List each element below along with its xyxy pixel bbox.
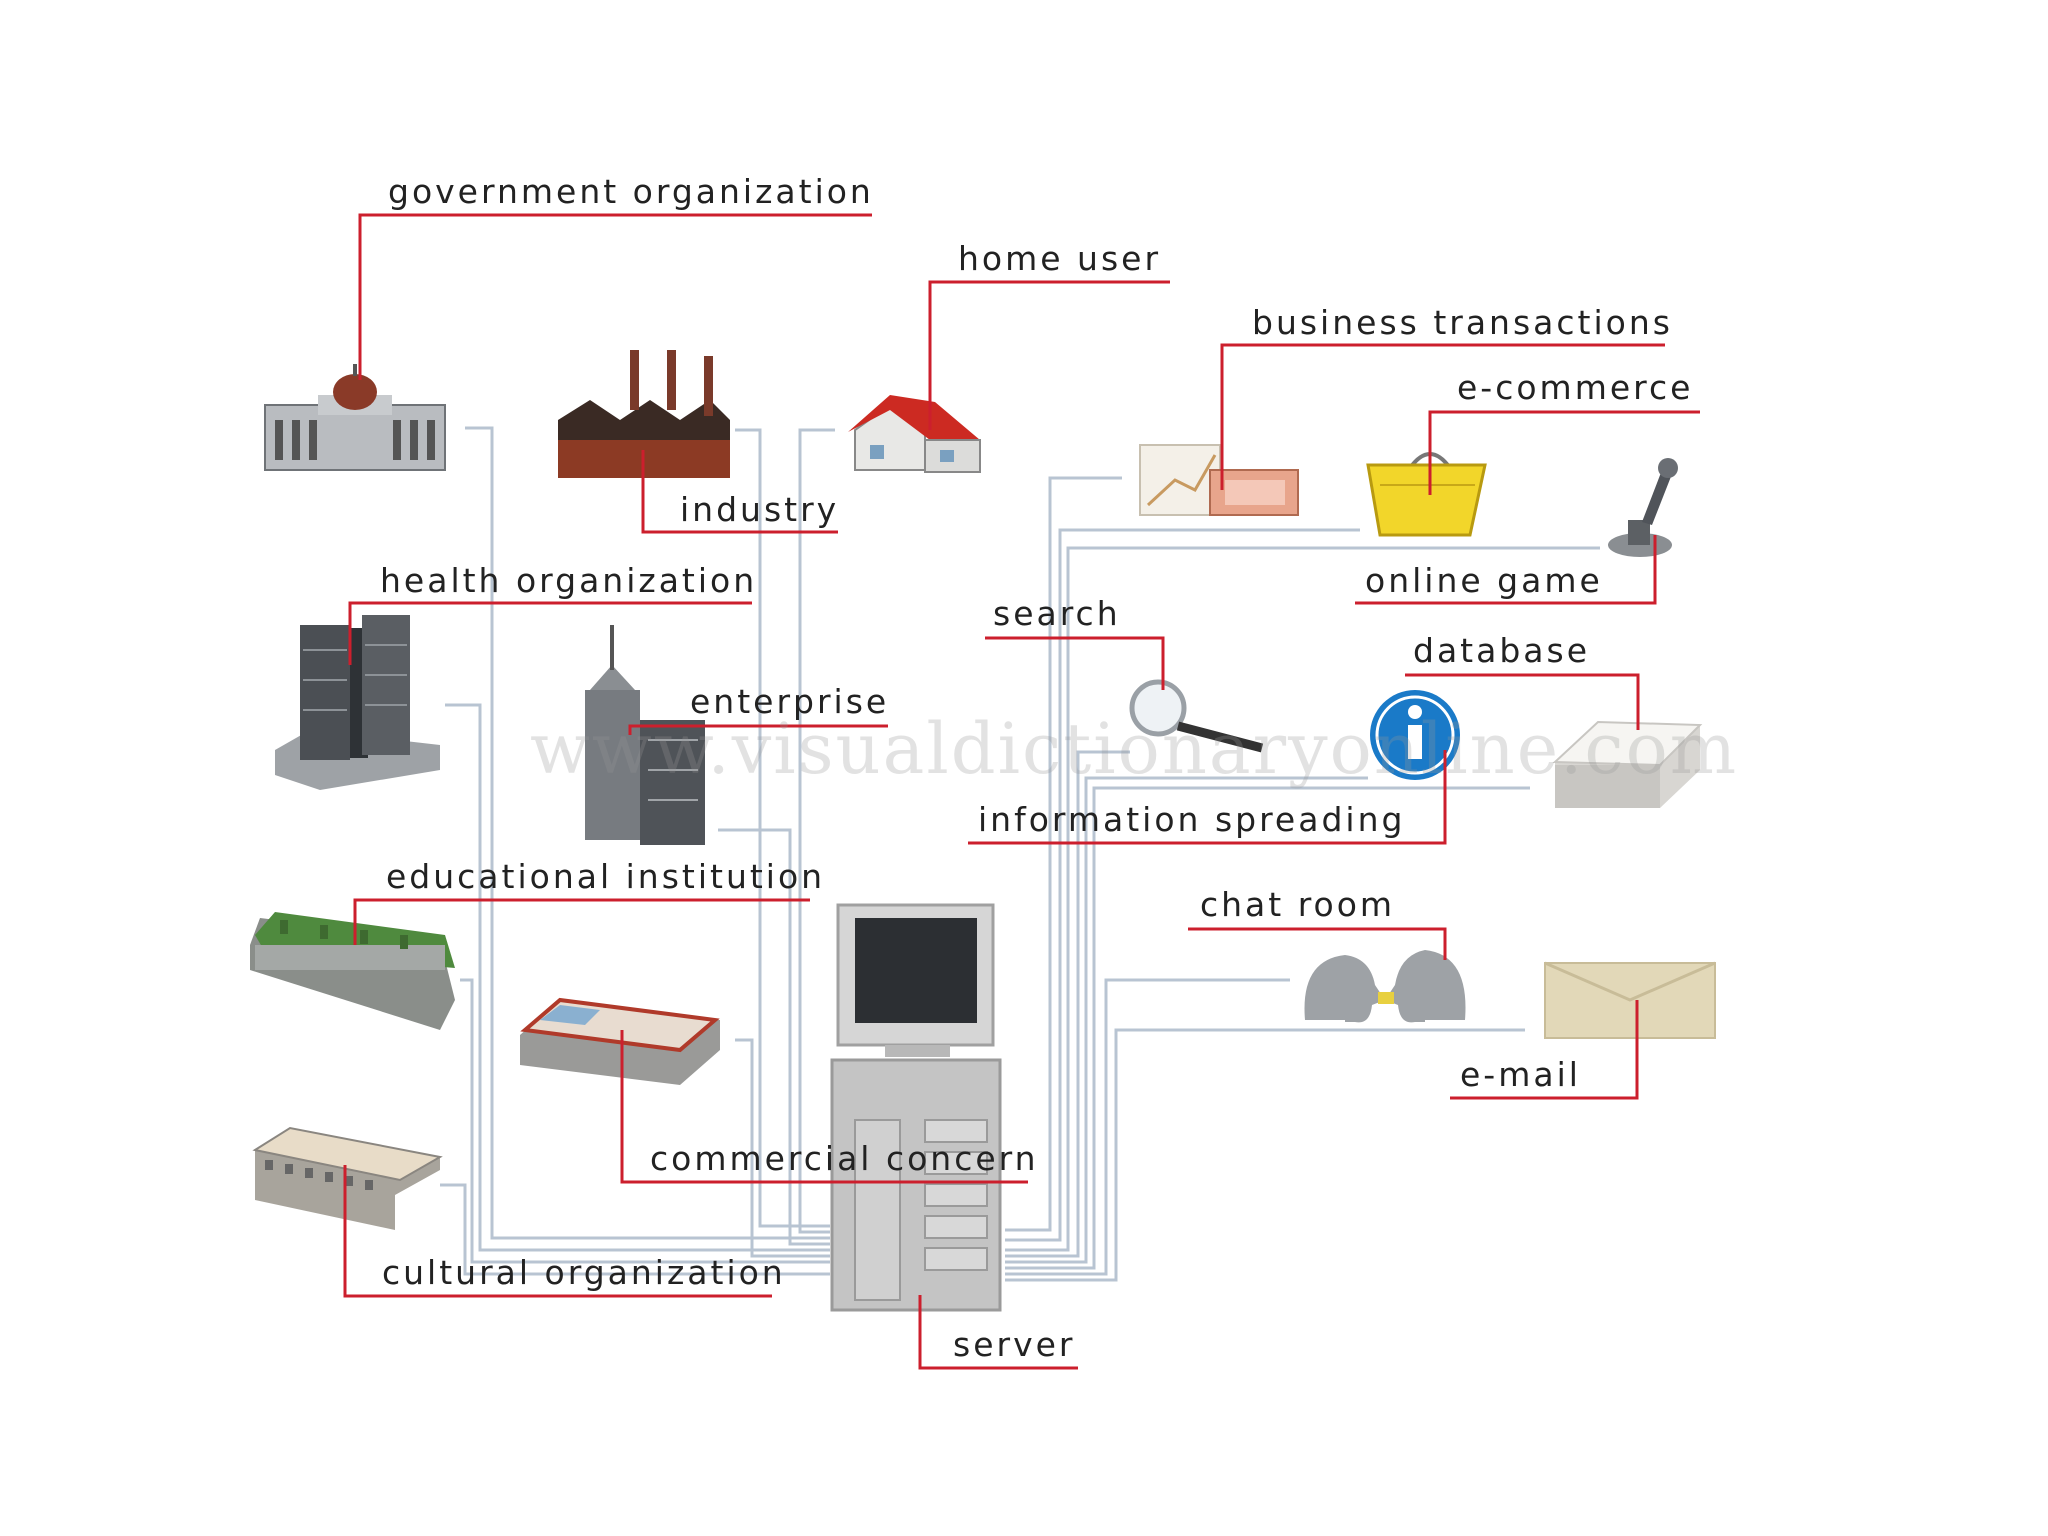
link-chat: [1005, 978, 1290, 1276]
label-information-spreading: information spreading: [978, 800, 1406, 839]
leader-cultural: [343, 1165, 772, 1298]
label-health-organization: health organization: [380, 561, 758, 600]
computer-server-icon: [830, 903, 1002, 1312]
leader-industry: [641, 450, 838, 534]
link-search: [1005, 750, 1130, 1258]
label-search: search: [993, 594, 1121, 633]
leader-ecommerce: [1428, 410, 1700, 495]
house-icon: [848, 395, 981, 473]
leader-chat: [1188, 927, 1447, 960]
leader-database: [1405, 673, 1640, 730]
label-e-commerce: e-commerce: [1457, 368, 1694, 407]
dome-building-icon: [264, 364, 446, 471]
label-e-mail: e-mail: [1460, 1055, 1581, 1094]
link-industry: [735, 428, 830, 1228]
label-database: database: [1413, 631, 1590, 670]
link-database: [1005, 786, 1530, 1270]
office-towers-icon: [275, 615, 440, 790]
network-lines: [440, 426, 1600, 1282]
link-commercial: [735, 1038, 830, 1258]
link-ecommerce: [1005, 528, 1360, 1242]
magnifier-icon: [1129, 679, 1264, 753]
money-chart-icon: [1139, 444, 1299, 516]
leader-lines: [343, 213, 1700, 1370]
label-enterprise: enterprise: [690, 682, 890, 721]
label-online-game: online game: [1365, 561, 1603, 600]
leader-government: [358, 213, 872, 380]
leader-commercial: [620, 1030, 1028, 1184]
envelope-icon: [1544, 961, 1716, 1039]
label-chat-room: chat room: [1200, 885, 1396, 924]
link-info: [1005, 776, 1368, 1264]
leader-info: [968, 750, 1447, 845]
link-email: [1005, 1028, 1525, 1282]
shopping-basket-icon: [1366, 452, 1487, 537]
heads-icon: [1304, 950, 1466, 1023]
label-server: server: [953, 1325, 1076, 1364]
museum-building-icon: [252, 1126, 443, 1230]
watermark: www.visualdictionaryonline.com: [530, 708, 1739, 790]
leader-enterprise: [628, 724, 888, 735]
paper-stack-icon: [1552, 720, 1703, 808]
skyscraper-icon: [585, 625, 705, 845]
link-game: [1005, 546, 1600, 1252]
label-commercial-concern: commercial concern: [650, 1139, 1039, 1178]
link-enterprise: [718, 828, 830, 1246]
leader-educational: [353, 898, 810, 945]
link-business: [1005, 476, 1122, 1232]
link-educational: [460, 978, 830, 1264]
leader-search: [985, 636, 1165, 690]
label-cultural-organization: cultural organization: [382, 1253, 786, 1292]
info-icon: [1370, 690, 1460, 780]
label-government-organization: government organization: [388, 172, 874, 211]
joystick-icon: [1608, 458, 1678, 557]
link-cultural: [440, 1183, 830, 1276]
leader-game: [1355, 535, 1657, 605]
flat-building-icon: [520, 997, 720, 1085]
leader-home: [928, 280, 1170, 430]
label-business-transactions: business transactions: [1252, 303, 1673, 342]
label-home-user: home user: [958, 239, 1162, 278]
leader-server: [918, 1295, 1078, 1370]
link-government: [465, 426, 830, 1240]
leader-business: [1220, 343, 1665, 490]
label-educational-institution: educational institution: [386, 857, 826, 896]
leader-health: [348, 601, 752, 665]
leader-email: [1450, 1000, 1639, 1100]
label-industry: industry: [680, 490, 840, 529]
link-health: [445, 703, 830, 1252]
college-building-icon: [250, 912, 455, 1030]
link-home: [798, 428, 835, 1234]
